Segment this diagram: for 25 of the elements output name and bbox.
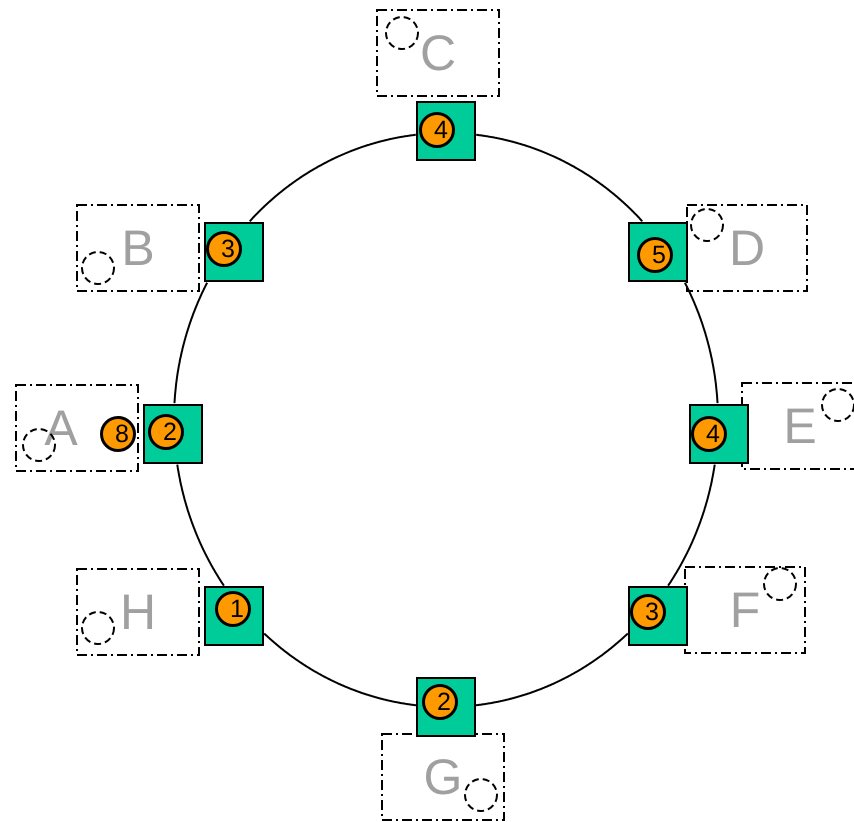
- zone-letter: C: [420, 24, 456, 82]
- number-label: 3: [221, 234, 235, 264]
- number-label: 1: [230, 594, 244, 624]
- number-label: 8: [115, 420, 129, 448]
- number-label: 4: [434, 116, 448, 144]
- zone-letter: B: [121, 219, 155, 277]
- ring-line: [684, 282, 718, 404]
- zone-letter: E: [783, 397, 817, 455]
- ring-line: [667, 464, 716, 586]
- number-label: 2: [437, 688, 451, 716]
- zone-letter: D: [728, 219, 766, 277]
- zone-letter: G: [424, 748, 462, 806]
- ring-line: [248, 134, 416, 222]
- zone-letter: H: [120, 583, 156, 641]
- number-label: 2: [163, 418, 177, 446]
- number-label: 4: [706, 420, 720, 448]
- ring-line: [476, 134, 644, 222]
- zone-letter: F: [730, 581, 760, 639]
- ring-line: [476, 632, 628, 706]
- ring-line: [264, 632, 416, 706]
- number-label: 3: [645, 598, 659, 626]
- zone-letter: A: [44, 399, 78, 457]
- ring-line: [174, 282, 208, 404]
- ring-line: [176, 464, 225, 586]
- number-label: 5: [652, 240, 666, 270]
